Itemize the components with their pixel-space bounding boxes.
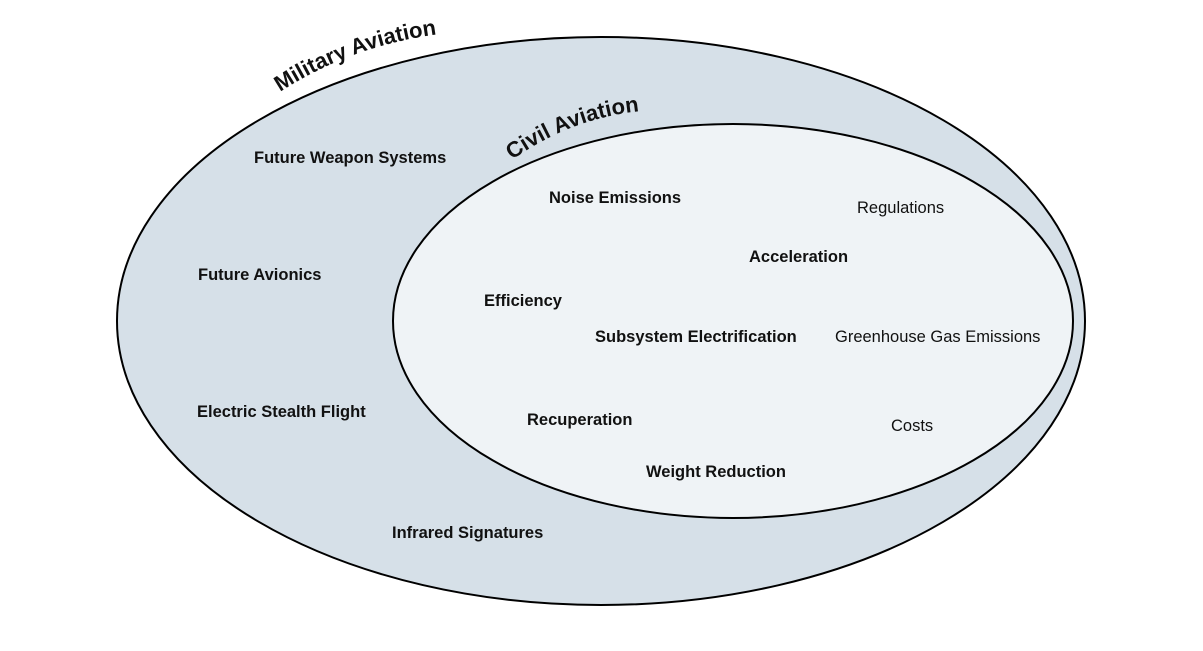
label-efficiency: Efficiency	[484, 292, 563, 310]
label-greenhouse-gas-emissions: Greenhouse Gas Emissions	[835, 328, 1040, 346]
label-subsystem-electrification: Subsystem Electrification	[595, 328, 797, 346]
label-future-avionics: Future Avionics	[198, 266, 321, 284]
civil-aviation-set	[392, 123, 1074, 519]
label-costs: Costs	[891, 417, 933, 435]
label-weight-reduction: Weight Reduction	[646, 463, 786, 481]
label-regulations: Regulations	[857, 199, 944, 217]
label-future-weapon-systems: Future Weapon Systems	[254, 149, 446, 167]
label-infrared-signatures: Infrared Signatures	[392, 524, 543, 542]
label-noise-emissions: Noise Emissions	[549, 189, 681, 207]
label-electric-stealth-flight: Electric Stealth Flight	[197, 403, 366, 421]
label-acceleration: Acceleration	[749, 248, 848, 266]
label-recuperation: Recuperation	[527, 411, 632, 429]
